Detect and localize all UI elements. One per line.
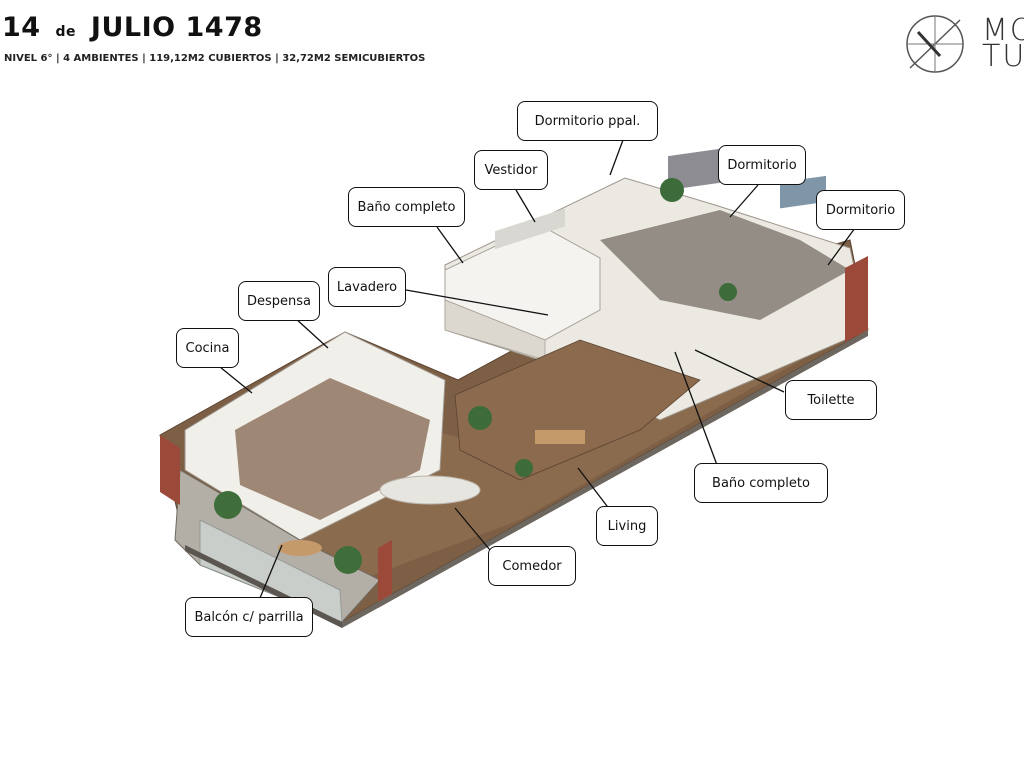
living-area [454, 339, 701, 481]
plant-1 [468, 406, 492, 430]
leader-bano-1 [436, 226, 464, 264]
label-comedor: Comedor [488, 546, 576, 586]
plant-3 [334, 546, 362, 574]
leader-lines [219, 139, 856, 599]
label-bano-completo-2: Baño completo [694, 463, 828, 503]
leader-despensa [294, 317, 329, 349]
balcony-table [278, 540, 322, 556]
page-subtitle: NIVEL 6° | 4 AMBIENTES | 119,12M2 CUBIER… [4, 53, 426, 64]
leader-balcon [259, 544, 283, 599]
slab-edge-right [342, 330, 868, 628]
leader-dormitorio-1 [729, 184, 759, 218]
label-dormitorio-1: Dormitorio [718, 145, 806, 185]
label-balcon: Balcón c/ parrilla [185, 597, 313, 637]
plant-2 [214, 491, 242, 519]
label-despensa: Despensa [238, 281, 320, 321]
title-number: 14 [2, 12, 41, 43]
label-lavadero: Lavadero [328, 267, 406, 307]
leader-toilette [694, 349, 785, 393]
brick-wall-right [845, 256, 868, 342]
bedroom-floor [600, 210, 850, 320]
label-cocina: Cocina [176, 328, 239, 368]
leader-cocina [219, 366, 253, 394]
label-vestidor: Vestidor [474, 150, 548, 190]
brick-wall-bottom [378, 540, 392, 608]
title-connector: de [55, 24, 77, 40]
sofa [495, 208, 565, 250]
circle-slash-logo-icon [906, 15, 964, 73]
dining-table [379, 475, 481, 505]
bed-main [668, 147, 730, 191]
brick-wall-left [160, 435, 180, 505]
label-bano-completo-1: Baño completo [348, 187, 465, 227]
leader-dormitorio-ppal [609, 139, 624, 176]
leader-living [577, 467, 611, 511]
leader-bano-2 [674, 351, 718, 466]
label-dormitorio-2: Dormitorio [816, 190, 905, 230]
leader-vestidor [515, 189, 536, 223]
page-title: 14 de JULIO 1478 [2, 12, 263, 43]
leader-lavadero [405, 289, 549, 316]
logo-line-1: MO [982, 13, 1024, 48]
logo-line-2: TU [982, 39, 1024, 74]
title-street: JULIO 1478 [90, 12, 263, 43]
brand-logo: MO TU [900, 10, 1024, 80]
label-toilette: Toilette [785, 380, 877, 420]
label-dormitorio-ppal: Dormitorio ppal. [517, 101, 658, 141]
plant-6 [515, 459, 533, 477]
logo-text: MO TU [982, 13, 1024, 74]
plant-4 [660, 178, 684, 202]
leader-comedor [454, 507, 491, 551]
label-living: Living [596, 506, 658, 546]
coffee-table [535, 430, 585, 444]
plant-5 [719, 283, 737, 301]
leader-dormitorio-2 [827, 227, 856, 266]
kitchen-floor [235, 378, 430, 520]
